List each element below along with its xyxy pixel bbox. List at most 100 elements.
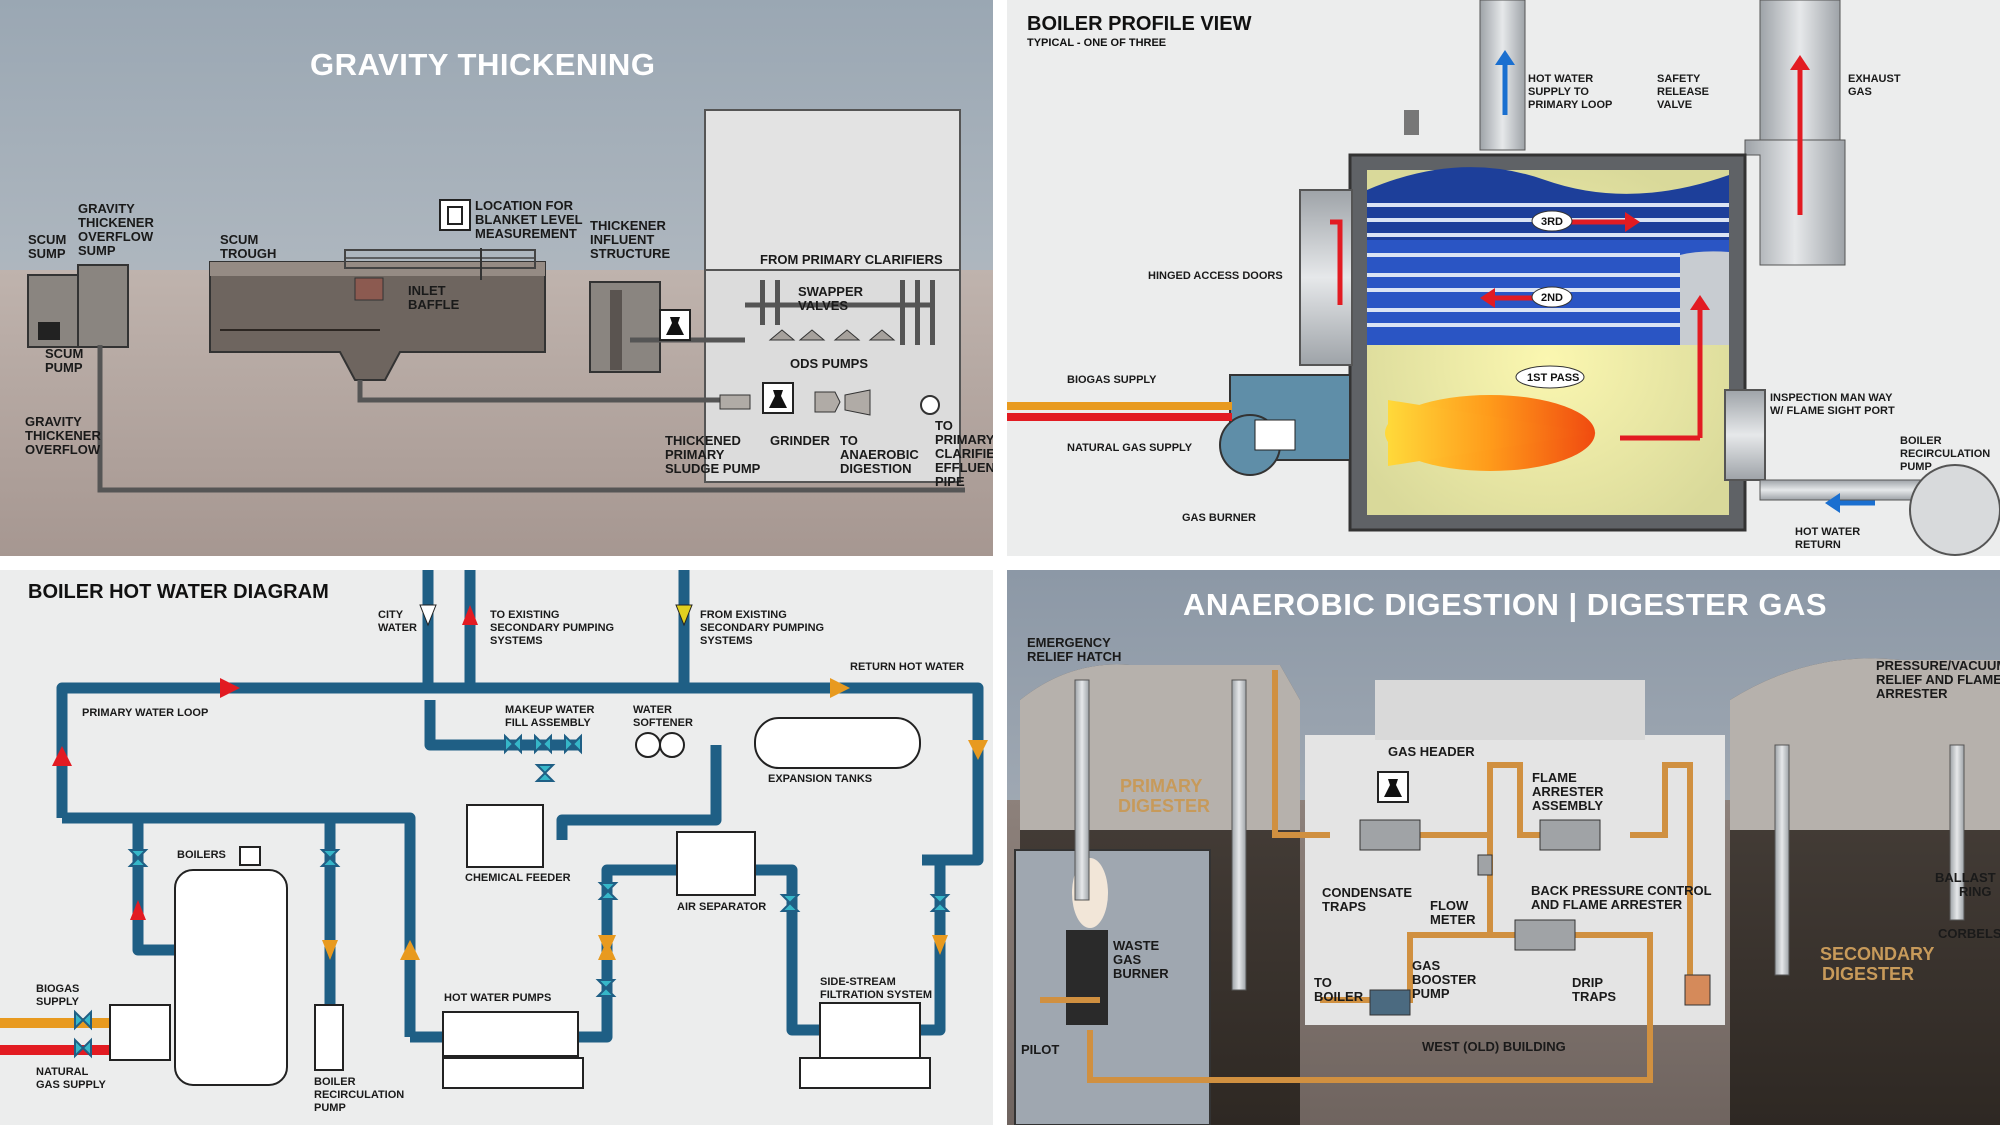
inlet-baffle-shape <box>354 277 384 301</box>
label-chemical-feeder: CHEMICAL FEEDER <box>465 872 571 884</box>
label-pilot: PILOT <box>1021 1042 1059 1057</box>
pass-1-label: 1ST PASS <box>1527 372 1579 384</box>
label-west-building: WEST (OLD) BUILDING <box>1422 1039 1566 1054</box>
flask-icon-glyph <box>666 317 684 335</box>
rear-chamber <box>1680 251 1729 345</box>
horizontal-divider <box>0 556 2000 570</box>
tank-walkway <box>344 249 536 269</box>
recirc-pump-box <box>314 1004 344 1071</box>
natural-gas-supply-pipe <box>1007 413 1232 421</box>
label-hot-water-pumps: HOT WATER PUMPS <box>444 992 551 1004</box>
west-building <box>1305 735 1725 1025</box>
label-ods-pumps: ODS PUMPS <box>790 356 868 371</box>
expansion-tank <box>754 717 921 769</box>
label-air-separator: AIR SEPARATOR <box>677 901 766 913</box>
valve-group <box>74 733 951 1059</box>
flame-cone <box>1388 400 1596 466</box>
west-building-upper <box>1375 680 1645 740</box>
ods-pumps-group <box>768 329 896 341</box>
flask-icon-glyph <box>769 390 787 408</box>
hinged-access-doors <box>1299 189 1353 366</box>
anaerobic-pump-shape <box>844 389 871 416</box>
anaerobic-digestion-panel: ANAEROBIC DIGESTION | DIGESTER GAS EMERG… <box>1007 570 2000 1125</box>
primary-digester-top <box>1020 664 1300 830</box>
gt-title: GRAVITY THICKENING <box>310 47 655 82</box>
inspection-manway <box>1724 389 1766 481</box>
burner-nameplate <box>1254 419 1296 451</box>
hw-return-pipe <box>1759 479 1931 501</box>
secondary-valve <box>1684 974 1711 1006</box>
burner-stack <box>1066 930 1108 1025</box>
hw-title: BOILER HOT WATER DIAGRAM <box>28 581 329 603</box>
boiler-tank <box>174 869 288 1086</box>
scum-pump-shape <box>38 322 60 340</box>
gto-sump <box>77 264 129 348</box>
softener-tank-2 <box>659 732 685 758</box>
influent-pipe <box>610 290 622 370</box>
pass-3-label: 3RD <box>1541 216 1563 228</box>
label-corbels: CORBELS <box>1938 926 2000 941</box>
vertical-pipes <box>1074 679 1965 991</box>
waste-gas-burner-box <box>1014 849 1211 1125</box>
sludge-pipe <box>357 380 745 403</box>
thickened-sludge-pump <box>719 394 751 410</box>
air-separator-box <box>676 831 756 896</box>
gto-pipe <box>97 345 965 493</box>
label-natural-gas-supply: NATURAL GAS SUPPLY <box>1067 442 1193 454</box>
filtration-base <box>799 1057 931 1089</box>
clipboard-icon <box>439 199 471 231</box>
clipboard-icon-glyph <box>447 206 463 225</box>
label-return-hot-water: RETURN HOT WATER <box>850 661 964 673</box>
influent-structure <box>589 281 661 373</box>
label-expansion-tanks: EXPANSION TANKS <box>768 773 872 785</box>
pass-3-badge <box>1531 210 1573 232</box>
label-primary-loop: PRIMARY WATER LOOP <box>82 707 208 719</box>
label-gas-header: GAS HEADER <box>1388 744 1475 759</box>
hot-water-pump-1 <box>442 1011 579 1057</box>
secondary-digester-top <box>1730 658 2000 830</box>
label-gas-burner: GAS BURNER <box>1182 512 1256 524</box>
boiler-profile-panel: 3RD 2ND 1ST PASS BOILER PROFILE VIEW TYP… <box>1007 0 2000 556</box>
effluent-pipe-end <box>920 395 940 415</box>
gas-piping <box>1040 670 1693 1083</box>
flow-meter-shape <box>1477 854 1493 876</box>
bp-title: BOILER PROFILE VIEW <box>1027 13 1252 35</box>
biogas-supply-pipe <box>1007 402 1232 410</box>
label-biogas-supply: BIOGAS SUPPLY <box>1067 374 1157 386</box>
ad-title: ANAEROBIC DIGESTION | DIGESTER GAS <box>1183 587 1827 622</box>
flow-arrows <box>1330 50 1875 513</box>
filtration-box <box>819 1002 921 1059</box>
